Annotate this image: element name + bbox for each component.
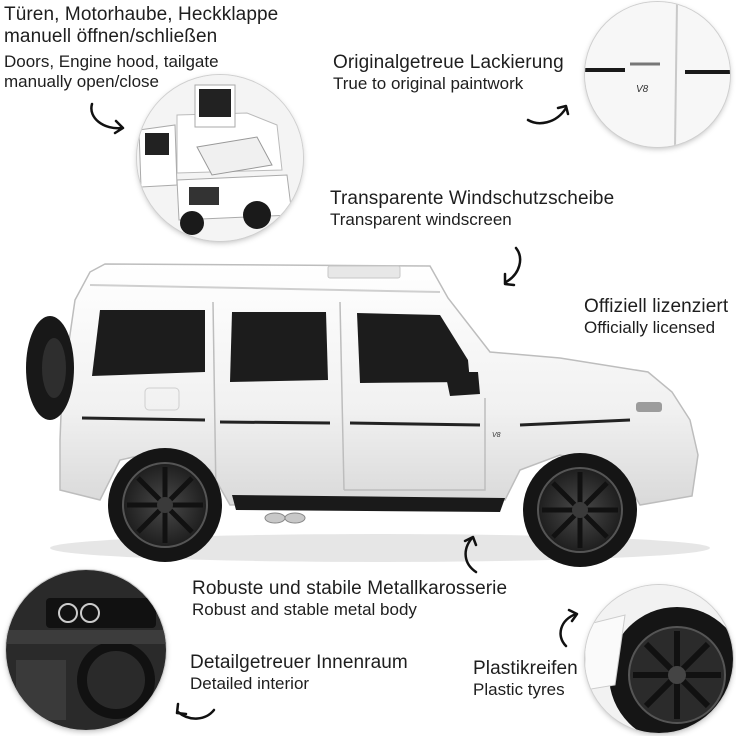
curved-arrow-icon (526, 104, 570, 125)
body-de: Robuste und stabile Metallkarosserie (192, 578, 508, 599)
tyres-de: Plastikreifen (473, 658, 578, 679)
feature-interior-label: Detailgetreuer Innenraum Detailed interi… (190, 652, 408, 694)
curved-arrow-icon (90, 102, 125, 135)
feature-paint-label: Originalgetreue Lackierung True to origi… (333, 52, 564, 94)
licensed-en: Officially licensed (584, 318, 716, 338)
interior-en: Detailed interior (190, 674, 310, 694)
doors-de-line1: Türen, Motorhaube, Heckklappe (4, 4, 279, 25)
tyres-en: Plastic tyres (473, 680, 565, 700)
interior-de: Detailgetreuer Innenraum (190, 652, 408, 673)
doors-en-line2: manually open/close (4, 71, 159, 91)
feature-windscreen-label: Transparente Windschutzscheibe Transpare… (330, 188, 614, 230)
wheel-closeup-photo (585, 585, 733, 733)
feature-tyres-label: Plastikreifen Plastic tyres (473, 658, 578, 700)
paint-de: Originalgetreue Lackierung (333, 52, 564, 73)
feature-body-label: Robuste und stabile Metallkarosserie Rob… (192, 578, 507, 620)
interior-photo (6, 570, 166, 730)
windscreen-en: Transparent windscreen (330, 210, 512, 230)
feature-doors-label: Türen, Motorhaube, Heckklappe manuell öf… (4, 4, 278, 92)
paint-closeup-photo (585, 2, 730, 147)
curved-arrow-icon (463, 535, 478, 574)
car-doors-open-photo (137, 75, 303, 241)
doors-en-line1: Doors, Engine hood, tailgate (4, 51, 219, 71)
doors-de-line2: manuell öffnen/schließen (4, 26, 218, 48)
feature-licensed-label: Offiziell lizenziert Officially licensed (584, 296, 728, 338)
body-en: Robust and stable metal body (192, 600, 417, 620)
paint-badge: V8 (636, 84, 649, 95)
curved-arrow-icon (559, 608, 579, 648)
windscreen-de: Transparente Windschutzscheibe (330, 188, 615, 209)
curved-arrow-icon (175, 702, 216, 720)
licensed-de: Offiziell lizenziert (584, 296, 729, 317)
paint-en: True to original paintwork (333, 74, 524, 94)
curved-arrow-icon (503, 246, 522, 287)
door-badge: V8 (492, 432, 501, 439)
